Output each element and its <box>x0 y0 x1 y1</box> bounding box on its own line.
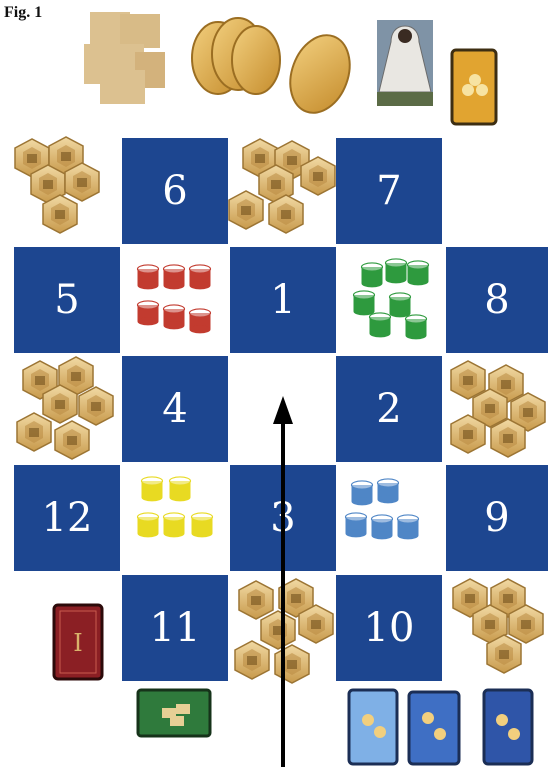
hex-cluster-mid-right <box>451 361 545 457</box>
monk-figure-icon <box>377 20 433 106</box>
green-card-icon <box>138 690 210 736</box>
green-cylinders <box>354 259 429 340</box>
gold-coins-icon <box>192 18 360 121</box>
red-card-numeral: I <box>73 629 82 657</box>
hex-cluster-bottom-right <box>453 579 543 673</box>
yellow-cylinders <box>138 477 213 538</box>
hex-cluster-top-left <box>15 137 99 233</box>
hex-cluster-mid-left <box>17 357 113 459</box>
gold-card-icon <box>452 50 496 124</box>
wooden-blocks-icon <box>84 12 165 104</box>
blue-cylinders <box>346 479 419 540</box>
red-cylinders <box>138 265 211 334</box>
blue-card-icon <box>349 690 532 764</box>
hex-cluster-top-center <box>229 139 335 233</box>
